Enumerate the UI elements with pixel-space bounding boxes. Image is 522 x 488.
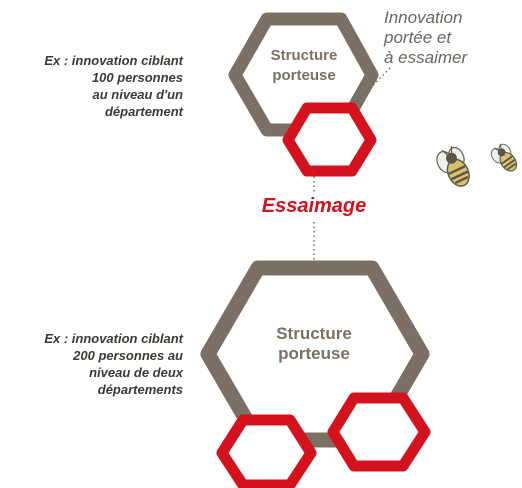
innovation-hexagon-top (282, 102, 377, 177)
structure-label-top: Structure porteuse (254, 46, 354, 86)
innovation-hexagon-bottom-left (216, 414, 317, 488)
structure-label-line: porteuse (272, 67, 336, 84)
example-line: 200 personnes au (73, 348, 183, 363)
bee-icon (436, 146, 470, 187)
structure-label-line: Structure (276, 324, 352, 343)
structure-label-line: porteuse (278, 344, 350, 363)
note-line: à essaimer (384, 48, 468, 67)
example-text-bottom: Ex : innovation ciblant 200 personnes au… (0, 330, 183, 398)
note-line: portée et (384, 28, 452, 47)
innovation-note: Innovation portée et à essaimer (384, 8, 514, 68)
example-line: 100 personnes (91, 70, 183, 85)
example-line: Ex : innovation ciblant (44, 331, 183, 346)
note-line: Innovation (384, 8, 463, 27)
essaimage-label: Essaimage (261, 195, 367, 217)
structure-label-bottom: Structure porteuse (254, 324, 374, 364)
example-line: départements (97, 382, 183, 397)
example-line: Ex : innovation ciblant (44, 53, 183, 68)
example-line: département (104, 104, 183, 119)
example-line: au niveau d'un (92, 87, 184, 102)
innovation-hexagon-bottom-right (327, 392, 431, 472)
example-text-top: Ex : innovation ciblant 100 personnes au… (0, 52, 183, 120)
structure-label-line: Structure (270, 47, 338, 64)
bee-icon (490, 143, 518, 172)
example-line: niveau de deux (89, 365, 183, 380)
